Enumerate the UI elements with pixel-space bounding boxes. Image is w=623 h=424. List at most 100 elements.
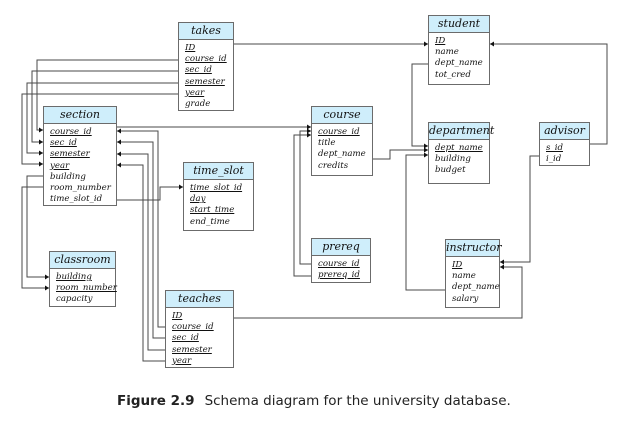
table-title: course (312, 107, 372, 124)
table-title: instructor (446, 240, 501, 257)
attribute-salary: salary (452, 293, 479, 304)
link-teaches-instructor-arrowhead (500, 264, 504, 270)
link-takes-section-year (21, 93, 178, 165)
link-prereq-course-id-arrowhead (307, 128, 311, 134)
table-title: section (44, 107, 116, 124)
link-takes-section-course-id-arrowhead (39, 127, 43, 133)
attribute-ID: ID (185, 43, 196, 53)
attribute-course-id: course_id (50, 127, 92, 137)
attribute-building: building (56, 272, 92, 282)
caption-text: Schema diagram for the university databa… (204, 393, 511, 409)
link-section-classroom-room-arrowhead (45, 285, 49, 291)
link-teaches-instructor (234, 266, 523, 319)
link-student-department-arrowhead (424, 143, 428, 149)
link-takes-section-year-arrowhead (39, 161, 43, 167)
attribute-ID: ID (452, 260, 463, 270)
link-takes-student-arrowhead (424, 41, 428, 47)
table-title: advisor (540, 123, 589, 140)
link-teaches-section-year-arrowhead (117, 162, 121, 168)
attribute-course-id: course_id (318, 127, 360, 137)
attribute-room-number: room_number (56, 283, 117, 294)
link-advisor-instructor (500, 155, 539, 263)
link-course-department-arrowhead (424, 147, 428, 153)
attribute-budget: budget (435, 165, 466, 176)
figure-caption: Figure 2.9 Schema diagram for the univers… (117, 393, 511, 409)
attribute-semester: semester (185, 76, 225, 87)
link-teaches-section-sec-id-arrowhead (117, 139, 121, 145)
attribute-dept-name: dept_name (452, 282, 500, 293)
attribute-end-time: end_time (190, 216, 230, 227)
link-takes-section-semester (26, 82, 178, 154)
attribute-s-id: s_id (546, 143, 563, 153)
attribute-dept-name: dept_name (318, 149, 366, 160)
attribute-year: year (50, 160, 70, 171)
link-teaches-section-course-id (117, 130, 165, 328)
link-section-timeslot-arrowhead (179, 184, 183, 190)
attribute-time-slot-id: time_slot_id (50, 194, 103, 205)
attribute-sec-id: sec_id (172, 333, 199, 344)
link-advisor-student (490, 43, 608, 145)
attribute-building: building (435, 154, 471, 165)
attribute-sec-id: sec_id (50, 138, 77, 149)
attribute-name: name (452, 271, 476, 282)
table-title: time_slot (184, 163, 253, 180)
table-title: classroom (50, 252, 115, 269)
link-section-classroom-building (26, 175, 49, 278)
figure-label: Figure 2.9 (117, 393, 195, 409)
link-teaches-section-course-id-arrowhead (117, 128, 121, 134)
link-prereq-prereq-id-arrowhead (307, 132, 311, 138)
link-section-classroom-building-arrowhead (45, 274, 49, 280)
attribute-room-number: room_number (50, 183, 111, 194)
link-course-department (373, 149, 428, 160)
attribute-tot-cred: tot_cred (435, 69, 471, 80)
attribute-year: year (185, 87, 205, 98)
link-advisor-instructor-arrowhead (500, 259, 504, 265)
link-takes-section-sec-id-arrowhead (39, 139, 43, 145)
link-instructor-department (405, 154, 445, 291)
link-prereq-prereq-id (293, 134, 311, 277)
link-advisor-student-arrowhead (490, 41, 494, 47)
attribute-name: name (435, 47, 459, 58)
attribute-dept-name: dept_name (435, 143, 483, 153)
table-title: department (429, 123, 494, 140)
attribute-dept-name: dept_name (435, 58, 483, 69)
attribute-prereq-id: prereq_id (318, 270, 360, 281)
attribute-semester: semester (50, 149, 90, 160)
link-section-course-arrowhead (307, 124, 311, 130)
table-title: student (429, 16, 489, 33)
attribute-capacity: capacity (56, 294, 93, 305)
table-title: teaches (166, 291, 233, 308)
link-student-department (411, 63, 428, 147)
table-title: takes (179, 23, 233, 40)
attribute-credits: credits (318, 160, 349, 171)
link-section-classroom-room (21, 186, 49, 289)
attribute-title: title (318, 138, 336, 149)
attribute-course-id: course_id (172, 322, 214, 333)
link-takes-section-sec-id (31, 70, 178, 143)
link-teaches-section-sec-id (117, 141, 165, 339)
attribute-course-id: course_id (185, 54, 227, 65)
link-takes-section-semester-arrowhead (39, 150, 43, 156)
attribute-ID: ID (435, 36, 446, 46)
